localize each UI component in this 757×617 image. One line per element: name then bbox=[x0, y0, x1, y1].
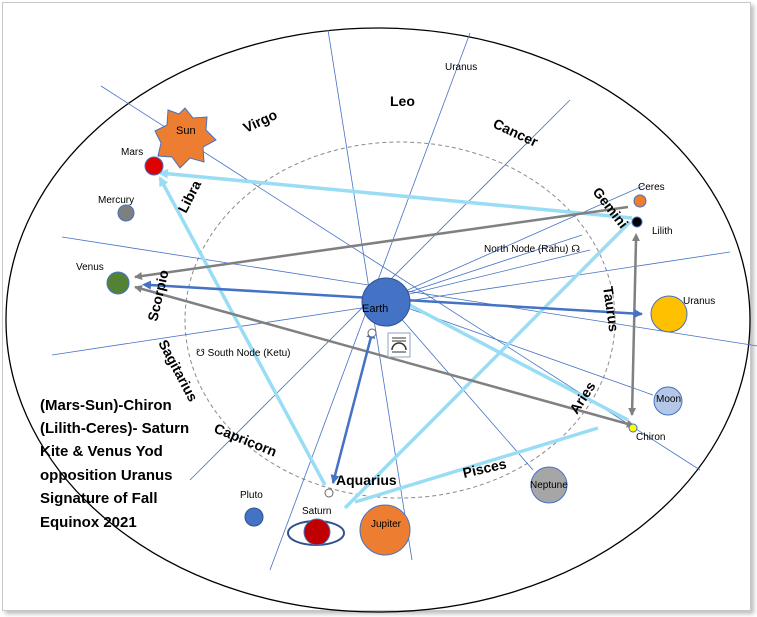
layout-options-icon[interactable] bbox=[387, 332, 411, 358]
earth-label: Earth bbox=[362, 303, 388, 315]
caption-line-4: opposition Uranus bbox=[40, 467, 173, 484]
connector-handle-earth bbox=[367, 328, 377, 338]
lilith-point bbox=[631, 216, 643, 228]
mars-planet bbox=[144, 156, 164, 176]
saturn-planet bbox=[303, 518, 331, 546]
sign-cancer: Cancer bbox=[491, 115, 541, 150]
chiron-body bbox=[628, 423, 638, 433]
sign-taurus: Taurus bbox=[600, 285, 622, 333]
caption-block: (Mars-Sun)-Chiron (Lilith-Ceres)- Saturn… bbox=[40, 397, 189, 531]
uranus-label: Uranus bbox=[683, 296, 715, 307]
moon-body bbox=[653, 386, 683, 416]
sign-capricorn: Capricorn bbox=[212, 420, 279, 460]
pluto-planet bbox=[244, 507, 264, 527]
uranus-planet bbox=[650, 295, 688, 333]
jupiter-label: Jupiter bbox=[371, 519, 402, 530]
caption-line-2: (Lilith-Ceres)- Saturn bbox=[40, 420, 189, 437]
jupiter-planet bbox=[359, 504, 411, 556]
ceres-planet bbox=[633, 194, 647, 208]
mars-label: Mars bbox=[121, 147, 143, 158]
sun-star bbox=[154, 107, 217, 169]
mercury-label: Mercury bbox=[98, 195, 134, 206]
sun-label: Sun bbox=[176, 125, 196, 137]
ceres-label: Ceres bbox=[638, 182, 665, 193]
south-node-label: ☋ South Node (Ketu) bbox=[196, 348, 291, 359]
north-node-label: North Node (Rahu) ☊ bbox=[484, 244, 580, 255]
sign-sagitarius: Sagitarius bbox=[155, 337, 201, 404]
mercury-planet bbox=[117, 204, 135, 222]
saturn-label: Saturn bbox=[302, 506, 331, 517]
lilith-label: Lilith bbox=[652, 226, 673, 237]
earth-planet bbox=[361, 277, 411, 327]
sign-libra: Libra bbox=[174, 177, 204, 215]
caption-line-5: Signature of Fall bbox=[40, 490, 158, 507]
sign-aquarius: Aquarius bbox=[336, 472, 397, 488]
sign-virgo: Virgo bbox=[241, 106, 280, 136]
moon-label: Moon bbox=[656, 394, 681, 405]
sign-aries: Aries bbox=[566, 378, 599, 416]
outer-ellipse bbox=[5, 27, 751, 613]
venus-planet bbox=[106, 271, 130, 295]
caption-line-3: Kite & Venus Yod bbox=[40, 443, 163, 460]
uranus-top-label: Uranus bbox=[445, 62, 477, 73]
neptune-label: Neptune bbox=[530, 480, 568, 491]
connector-handle-saturn bbox=[324, 488, 334, 498]
sign-leo: Leo bbox=[390, 93, 415, 109]
venus-label: Venus bbox=[76, 262, 104, 273]
neptune-planet bbox=[530, 466, 568, 504]
caption-line-1: (Mars-Sun)-Chiron bbox=[40, 397, 172, 414]
pluto-label: Pluto bbox=[240, 490, 263, 501]
caption-line-6: Equinox 2021 bbox=[40, 514, 137, 531]
chiron-label: Chiron bbox=[636, 432, 665, 443]
